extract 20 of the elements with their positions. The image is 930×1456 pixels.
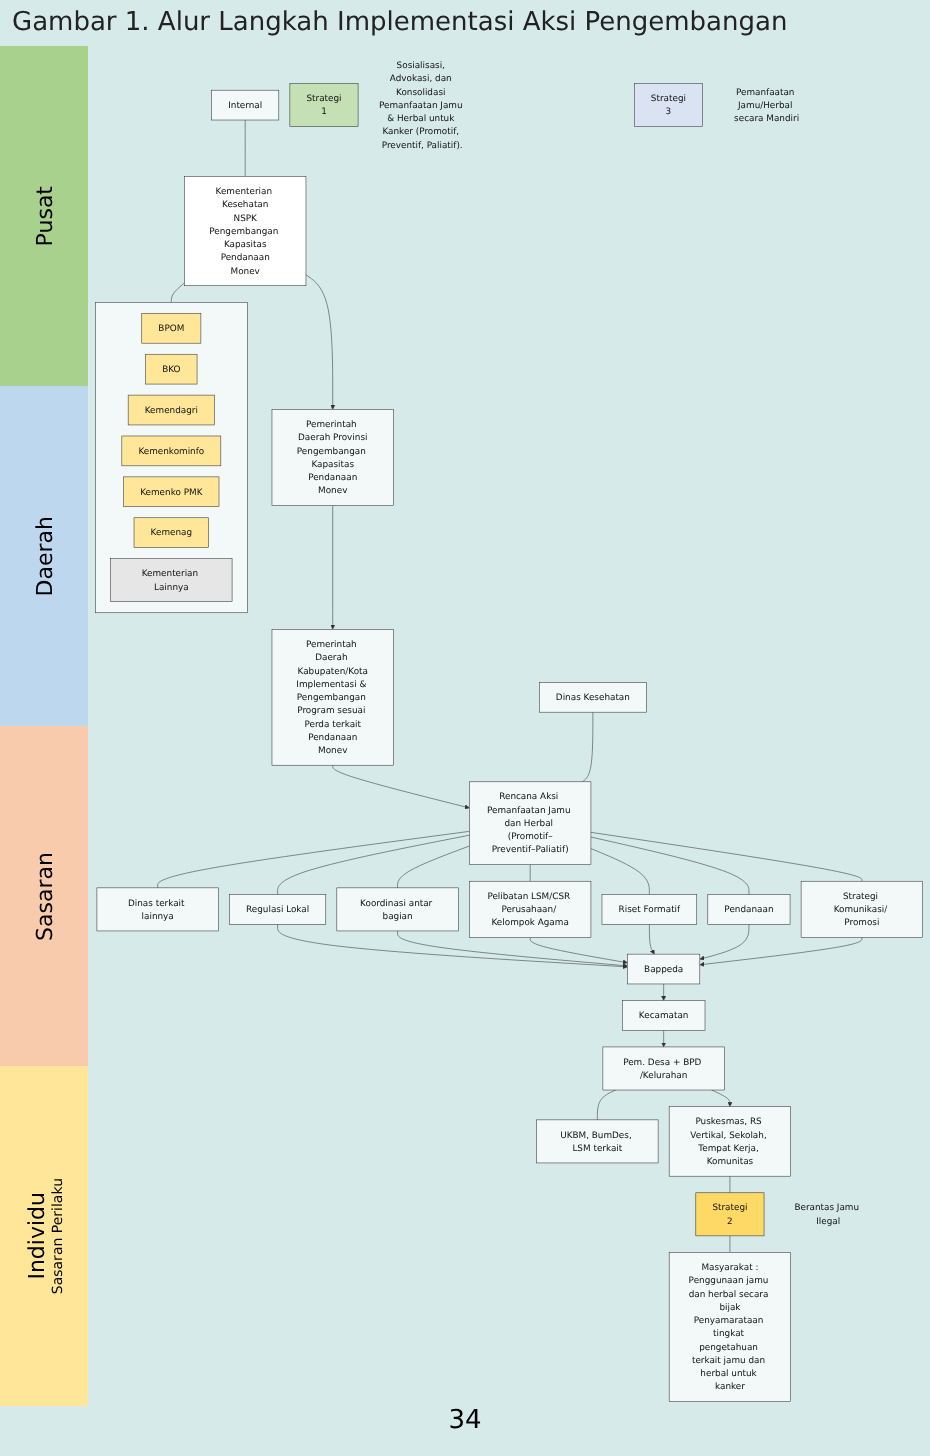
connector	[529, 864, 531, 882]
connector	[729, 1175, 731, 1194]
section-label: Individu	[23, 1192, 49, 1280]
connector	[729, 1235, 731, 1253]
section-label: Sasaran	[31, 851, 57, 941]
connector	[582, 711, 594, 783]
connector	[590, 836, 750, 895]
section-label: Pusat	[31, 185, 57, 247]
cluster	[95, 302, 248, 614]
page-number: 34	[446, 1406, 484, 1436]
connector	[590, 832, 863, 882]
connector	[244, 119, 246, 177]
connector	[157, 831, 470, 889]
figure-title: Gambar 1. Alur Langkah Implementasi Aksi Pengembangan	[10, 6, 790, 42]
section-label: Daerah	[31, 515, 57, 597]
connector	[171, 282, 185, 303]
connector	[590, 848, 650, 895]
connector	[597, 1089, 617, 1121]
connector	[397, 845, 470, 889]
connector	[277, 834, 470, 895]
